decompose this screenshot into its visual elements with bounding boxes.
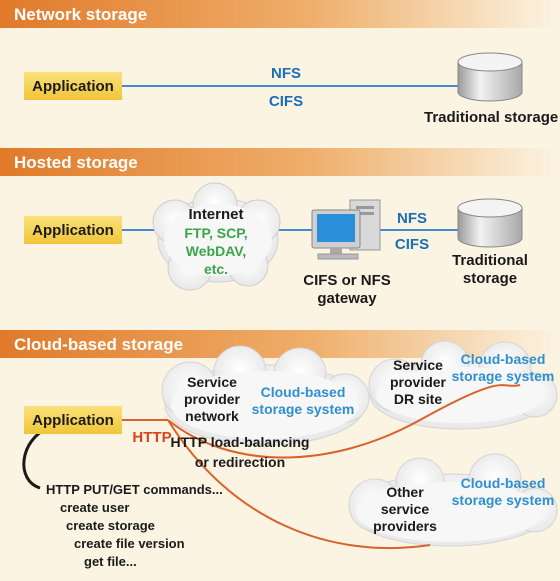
other-providers-cloud-icon (348, 453, 558, 547)
hosted-protocol-nfs: NFS (397, 210, 427, 227)
provider-network-line-1: Service (187, 374, 237, 390)
other-storage-line-1: Cloud-based (461, 475, 546, 491)
command-line-3: create storage (66, 518, 155, 533)
dr-site-line-2: provider (390, 374, 447, 390)
internet-cloud-title: Internet (188, 206, 243, 223)
cloud-storage-section: Cloud-based storage (0, 330, 560, 569)
cloud-application-box (24, 406, 122, 434)
dr-site-line-1: Service (393, 357, 443, 373)
internet-cloud-icon (152, 182, 281, 291)
internet-protocol-1: FTP, SCP, (184, 225, 247, 241)
hosted-application-label: Application (32, 222, 114, 239)
network-protocol-nfs: NFS (271, 65, 301, 82)
command-curve (22, 426, 49, 490)
internet-protocol-2: WebDAV, (186, 243, 246, 259)
network-storage-header: Network storage (14, 5, 147, 24)
command-line-5: get file... (84, 554, 137, 569)
http-line-to-dr-site (167, 384, 521, 459)
gateway-computer-icon (311, 199, 381, 260)
network-storage-cylinder-icon (457, 52, 523, 102)
network-application-label: Application (32, 78, 114, 95)
hosted-storage-label-line-1: Traditional (452, 252, 528, 269)
hosted-storage-section: Hosted storage Application Internet FTP,… (0, 148, 560, 307)
hosted-storage-label-line-2: storage (463, 270, 517, 287)
dr-site-cloud-icon (368, 340, 558, 430)
network-protocol-cifs: CIFS (269, 93, 303, 110)
network-storage-header-bar (0, 0, 560, 28)
other-providers-line-1: Other (386, 484, 424, 500)
gateway-label-line-2: gateway (317, 290, 377, 307)
hosted-protocol-cifs: CIFS (395, 236, 429, 253)
cloud-application-label: Application (32, 412, 114, 429)
network-storage-section: Network storage Application NFS CIFS Tra… (0, 0, 560, 126)
provider-network-cloud-icon (161, 345, 370, 446)
load-balancing-line-1: HTTP load-balancing (171, 434, 310, 450)
provider-network-line-2: provider (184, 391, 241, 407)
hosted-storage-header: Hosted storage (14, 153, 138, 172)
http-label: HTTP (132, 429, 171, 446)
hosted-storage-cylinder-icon (457, 198, 523, 248)
command-line-2: create user (60, 500, 129, 515)
hosted-application-box (24, 216, 122, 244)
provider-network-line-3: network (185, 408, 239, 424)
other-providers-line-3: providers (373, 518, 437, 534)
provider-storage-line-1: Cloud-based (261, 384, 346, 400)
command-line-1: HTTP PUT/GET commands... (46, 482, 223, 497)
other-providers-line-2: service (381, 501, 429, 517)
network-storage-label: Traditional storage (424, 109, 558, 126)
dr-storage-line-1: Cloud-based (461, 351, 546, 367)
network-application-box (24, 72, 122, 100)
http-line-to-other-providers (167, 419, 431, 549)
command-line-4: create file version (74, 536, 185, 551)
cloud-storage-header: Cloud-based storage (14, 335, 183, 354)
dr-site-line-3: DR site (394, 391, 442, 407)
other-storage-line-2: storage system (452, 492, 555, 508)
hosted-storage-header-bar (0, 148, 560, 176)
cloud-storage-header-bar (0, 330, 560, 358)
provider-storage-line-2: storage system (252, 401, 355, 417)
gateway-label-line-1: CIFS or NFS (303, 272, 391, 289)
dr-storage-line-2: storage system (452, 368, 555, 384)
load-balancing-line-2: or redirection (195, 454, 285, 470)
internet-protocol-3: etc. (204, 261, 228, 277)
